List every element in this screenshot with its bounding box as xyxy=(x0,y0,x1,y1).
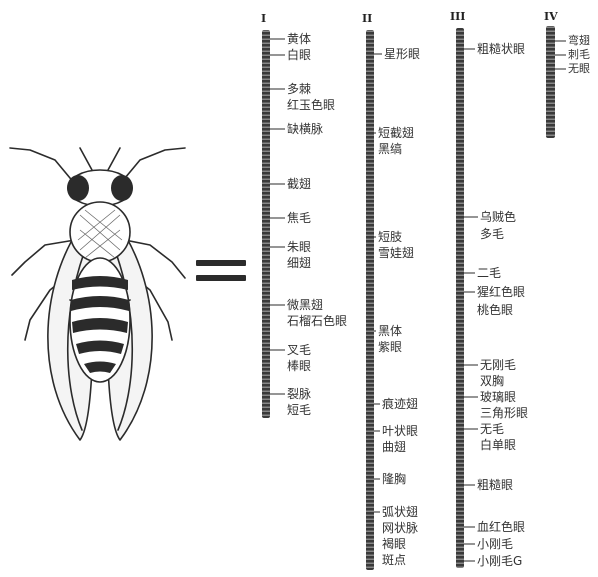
label-ticks xyxy=(0,0,598,577)
chromosome-gene-map: I II III IV 黄体 白眼 多棘 红玉色眼 缺横脉 截翅 焦毛 朱眼 细… xyxy=(0,0,598,577)
